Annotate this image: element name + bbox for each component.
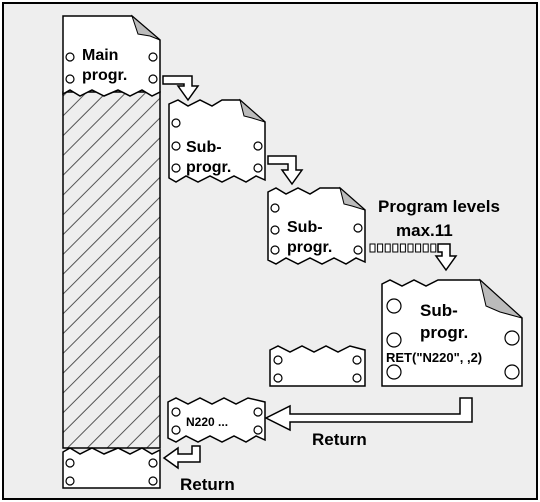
program-levels-label: Program levels (378, 197, 500, 216)
chain-segment (378, 244, 383, 252)
chain-segment (385, 244, 390, 252)
chain-segment (408, 244, 413, 252)
return-label-right: Return (312, 430, 367, 449)
n220-block-label: N220 ... (186, 415, 228, 429)
main-program-label-1: Main (82, 47, 118, 64)
chain-segment (393, 244, 398, 252)
chain-segment (416, 244, 421, 252)
chain-segment (400, 244, 405, 252)
program-levels-max-label: max.11 (396, 221, 453, 240)
subprogram-1-label-1: Sub- (186, 139, 222, 156)
chain-segment (423, 244, 428, 252)
subprogram-3-label-1: Sub- (420, 301, 458, 320)
subprogram-2-label-1: Sub- (287, 219, 323, 236)
ret-instruction-label: RET("N220", ,2) (386, 350, 482, 365)
subprogram-3-label-2: progr. (420, 323, 468, 342)
main-program-body (63, 92, 160, 448)
main-program-end-page (63, 448, 160, 488)
subprogram-1-label-2: progr. (186, 159, 231, 176)
chain-segment (431, 244, 436, 252)
return-label-bottom: Return (180, 475, 235, 494)
skipped-subprogram-page (270, 346, 365, 386)
main-program-label-2: progr. (82, 67, 127, 84)
subprogram-2-label-2: progr. (287, 239, 332, 256)
chain-segment (370, 244, 375, 252)
